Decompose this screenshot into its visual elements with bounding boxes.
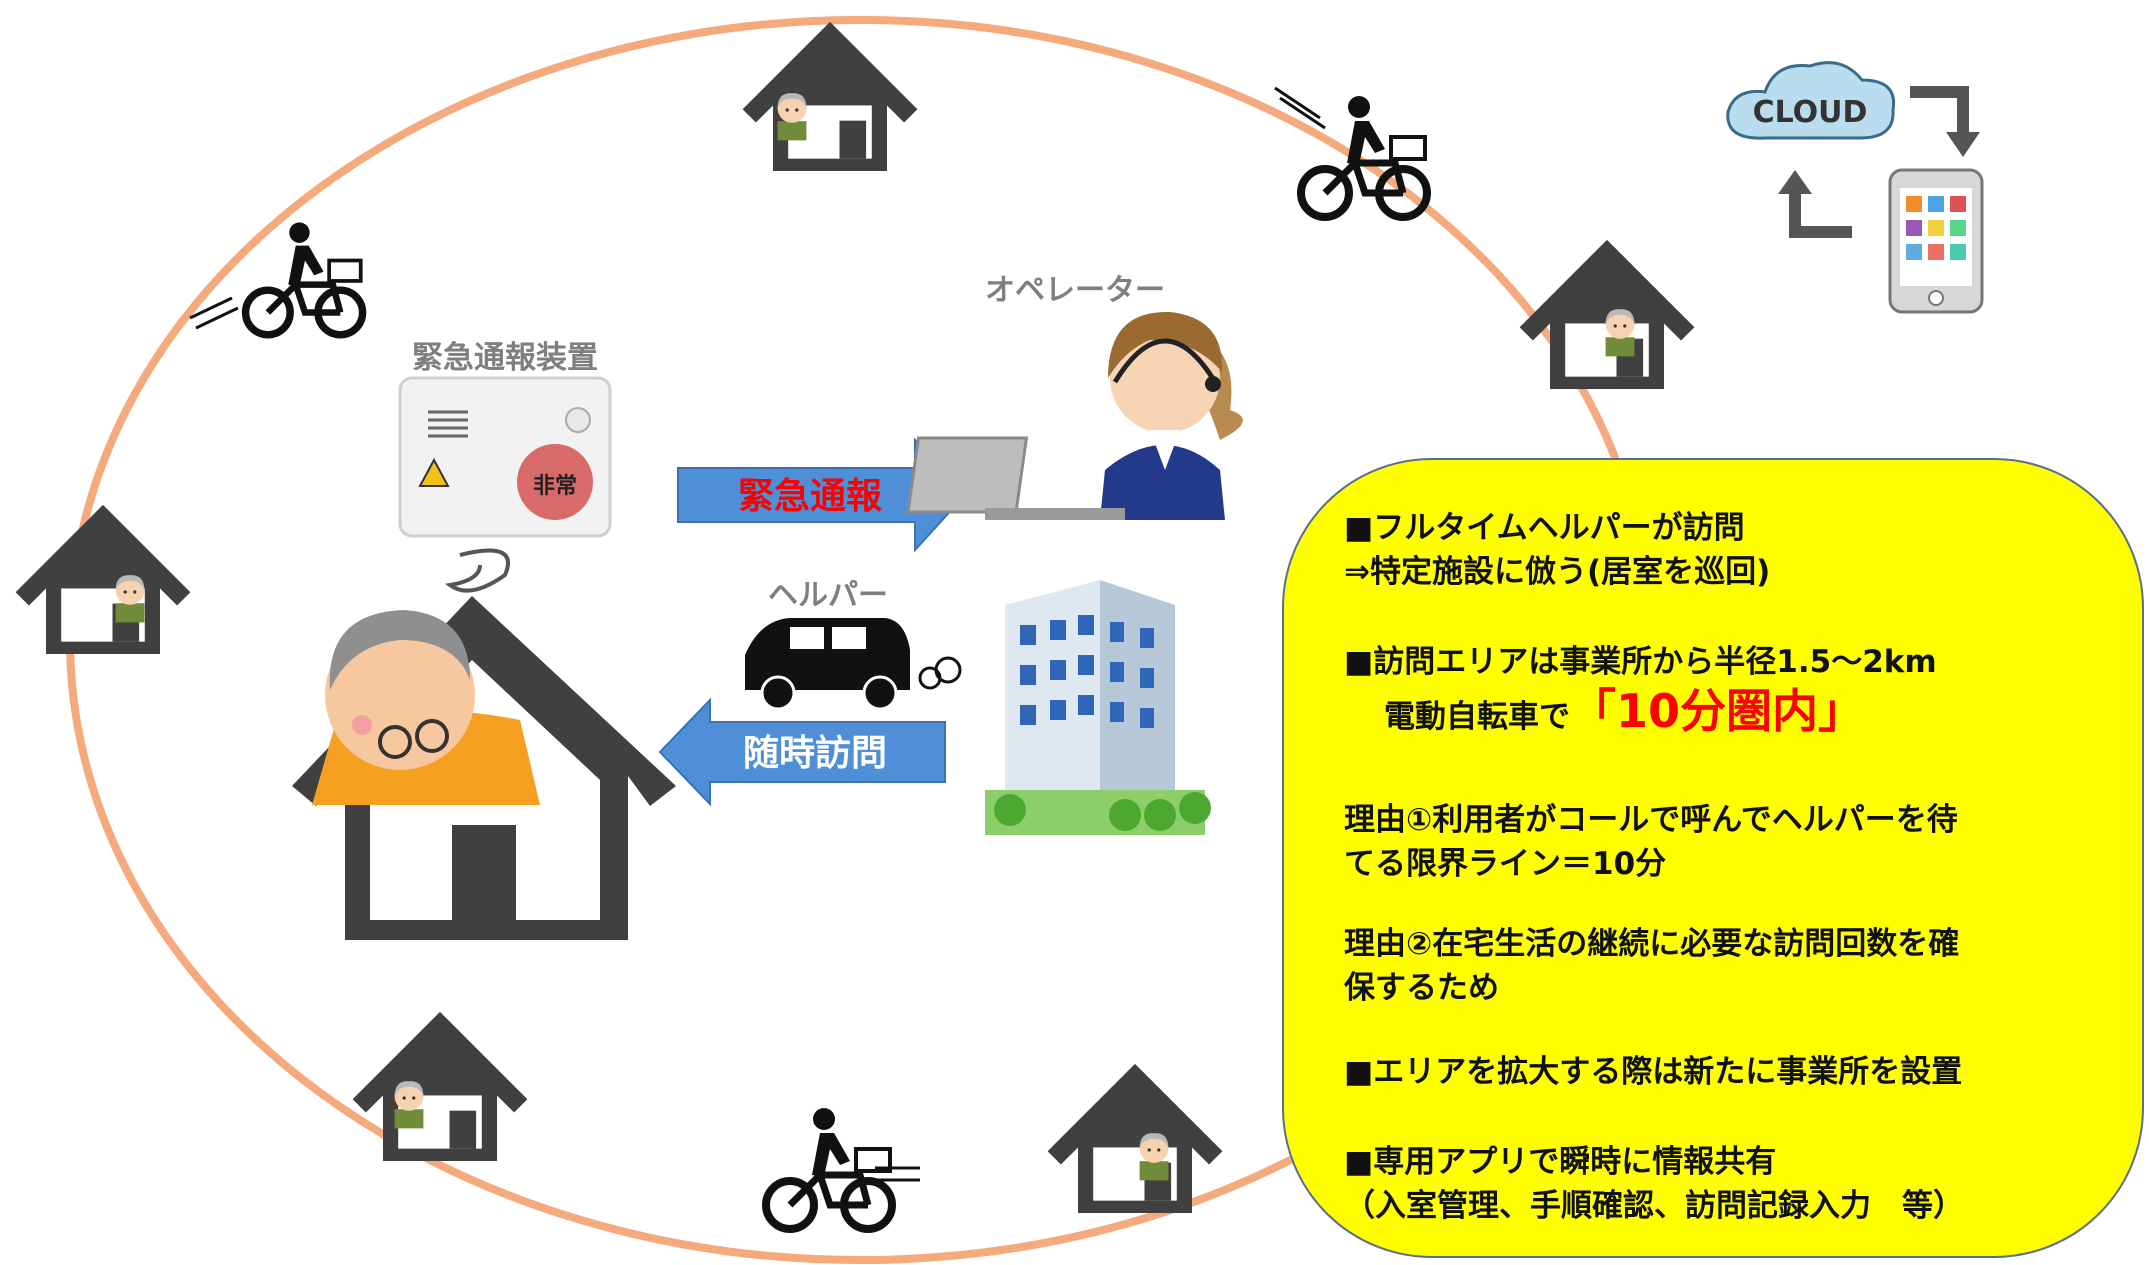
info-line: 電動自転車で「10分圏内」 (1344, 684, 2104, 744)
main-house-icon (292, 548, 676, 940)
bicycle-icon (246, 222, 363, 334)
visit-label: 随時訪問 (743, 733, 887, 774)
info-item-fulltime: ■フルタイムヘルパーが訪問 ⇒特定施設に倣う(居室を巡回) (1344, 506, 2104, 594)
house-icon (742, 21, 918, 171)
sync-arrow-head-icon (1778, 170, 1812, 194)
emergency-call-label: 緊急通報 (738, 476, 882, 517)
operator-label: オペレーター (985, 273, 1165, 308)
house-icon (15, 504, 191, 654)
info-line: てる限界ライン＝10分 (1344, 846, 1667, 882)
device-title: 緊急通報装置 (412, 340, 598, 376)
motion-lines-icon (189, 86, 1326, 1182)
info-line: 理由①利用者がコールで呼んでヘルパーを待 (1344, 802, 1958, 838)
info-line: 理由②在宅生活の継続に必要な訪問回数を確 (1344, 926, 1960, 962)
info-line: ■フルタイムヘルパーが訪問 (1344, 510, 1745, 546)
house-icon (352, 1011, 528, 1161)
operator-figure (906, 311, 1243, 520)
info-line: ■訪問エリアは事業所から半径1.5～2km (1344, 644, 1937, 680)
info-item-reason1: 理由①利用者がコールで呼んでヘルパーを待 てる限界ライン＝10分 (1344, 798, 2104, 886)
helper-label: ヘルパー (768, 578, 888, 613)
info-panel: ■フルタイムヘルパーが訪問 ⇒特定施設に倣う(居室を巡回) ■訪問エリアは事業所… (1282, 458, 2144, 1258)
info-item-area: ■訪問エリアは事業所から半径1.5～2km 電動自転車で「10分圏内」 (1344, 640, 2104, 744)
house-icon (1047, 1063, 1223, 1213)
sync-arrow-icon (1789, 188, 1852, 238)
cloud-label: CLOUD (1753, 95, 1868, 130)
info-line: 保するため (1344, 970, 1499, 1006)
smartphone-icon (1888, 168, 1984, 314)
info-line: （入室管理、手順確認、訪問記録入力 等） (1344, 1188, 1964, 1224)
info-line: ■専用アプリで瞬時に情報共有 (1344, 1144, 1777, 1180)
bicycle-icon (1301, 96, 1427, 217)
house-icon (1519, 239, 1695, 389)
office-building-icon (985, 580, 1211, 835)
bicycle-icon (766, 1108, 892, 1229)
info-item-reason2: 理由②在宅生活の継続に必要な訪問回数を確 保するため (1344, 922, 2104, 1010)
device-button-label: 非常 (533, 473, 577, 499)
info-text: 電動自転車で (1384, 699, 1570, 735)
ten-minute-highlight: 「10分圏内」 (1570, 684, 1865, 738)
info-item-expand: ■エリアを拡大する際は新たに事業所を設置 (1344, 1050, 2104, 1094)
info-line: ⇒特定施設に倣う(居室を巡回) (1344, 554, 1771, 590)
info-line: ■エリアを拡大する際は新たに事業所を設置 (1344, 1054, 1963, 1090)
car-icon (745, 618, 962, 711)
cloud-icon (1726, 61, 1896, 140)
sync-arrow-icon (1910, 86, 1969, 140)
visit-arrow (658, 697, 946, 807)
sync-arrow-head-icon (1946, 132, 1980, 157)
emergency-device (398, 376, 612, 538)
info-item-app: ■専用アプリで瞬時に情報共有 （入室管理、手順確認、訪問記録入力 等） (1344, 1140, 2104, 1228)
